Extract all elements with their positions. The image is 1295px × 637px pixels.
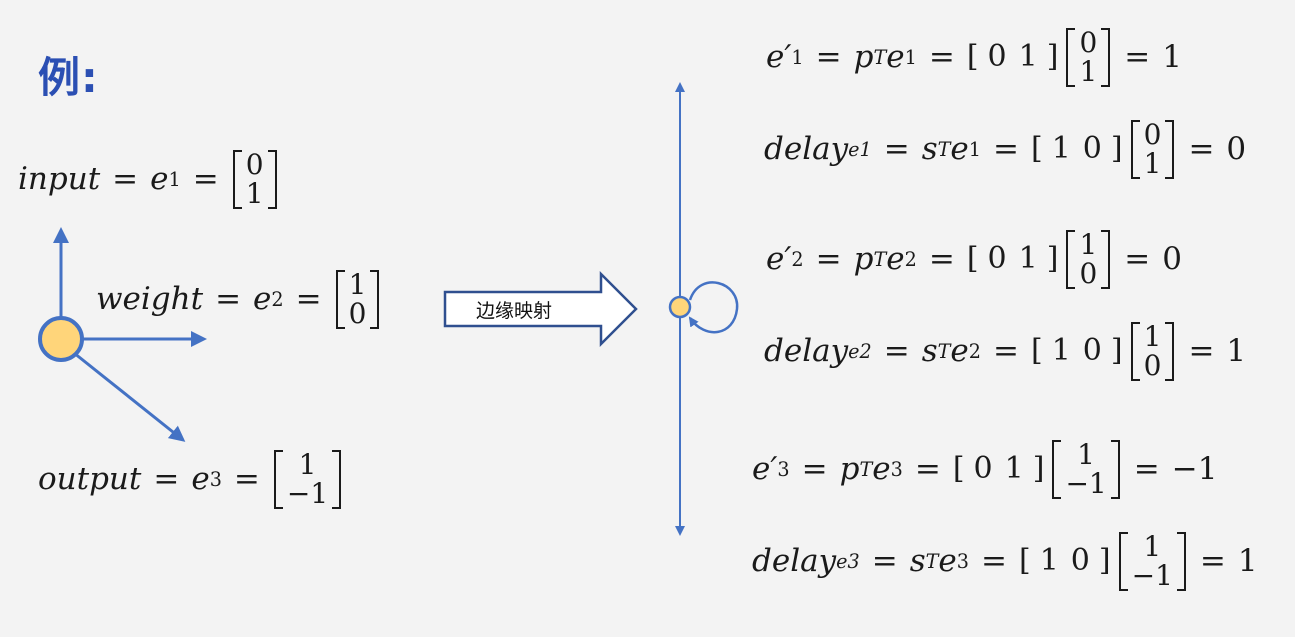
equation-lhs: delay xyxy=(764,332,849,369)
equation-lhs-subscript: 2 xyxy=(791,247,804,271)
equation-lhs: delay xyxy=(752,542,837,579)
equation-result: 0 xyxy=(1162,240,1182,277)
equation-result: 0 xyxy=(1226,130,1247,167)
mapping-arrow-label: 边缘映射 xyxy=(476,300,553,322)
equation-result: 1 xyxy=(1162,38,1182,75)
equation-result: 1 xyxy=(1226,332,1247,369)
equation-lhs-subscript: e2 xyxy=(848,339,872,363)
projection-symbol: s xyxy=(921,332,938,369)
projection-symbol: p xyxy=(853,38,874,75)
equation-lhs: e′ xyxy=(766,38,792,75)
output-vector: 1−1 xyxy=(273,450,342,509)
projection-symbol: p xyxy=(839,450,860,487)
node-circle xyxy=(38,316,84,362)
column-vector: 1−1 xyxy=(1052,440,1120,499)
equation-lhs-subscript: e3 xyxy=(836,549,860,573)
projection-symbol: s xyxy=(921,130,938,167)
output-name: output xyxy=(38,460,142,497)
weight-name: weight xyxy=(96,280,204,317)
equation-lhs-subscript: 1 xyxy=(791,45,804,69)
projection-symbol: p xyxy=(853,240,874,277)
mapping-block-arrow xyxy=(443,270,638,348)
self-loop-arc xyxy=(688,281,739,334)
column-vector: 1−1 xyxy=(1118,532,1186,591)
input-name: input xyxy=(18,160,101,197)
mapped-node-circle xyxy=(668,295,692,319)
equation-lhs-subscript: 3 xyxy=(777,457,790,481)
output-arrow xyxy=(73,351,186,442)
equation-lhs: delay xyxy=(764,130,849,167)
equation-lhs: e′ xyxy=(752,450,778,487)
equation-lhs: e′ xyxy=(766,240,792,277)
equation-lhs-subscript: e1 xyxy=(848,137,872,161)
page-title: 例: xyxy=(38,53,99,102)
equation-result: −1 xyxy=(1171,450,1218,487)
equation-result: 1 xyxy=(1237,542,1258,579)
projection-symbol: s xyxy=(909,542,926,579)
